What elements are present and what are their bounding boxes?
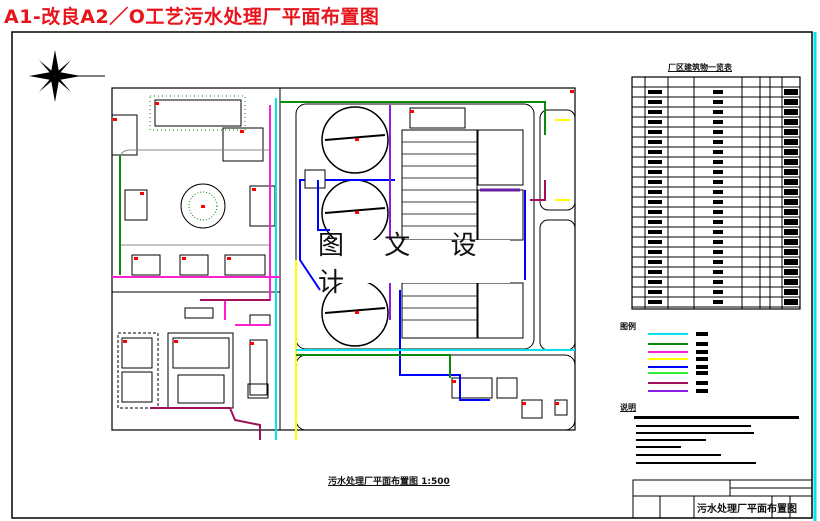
table-cell xyxy=(713,160,723,164)
table-cell xyxy=(713,120,723,124)
legend-label-mark xyxy=(696,371,708,375)
table-cell xyxy=(713,140,723,144)
table-cell xyxy=(784,209,798,215)
basin-rows xyxy=(402,141,477,321)
table-cell xyxy=(784,159,798,165)
table-cell xyxy=(648,210,662,214)
table-cell xyxy=(713,300,723,304)
table-cell xyxy=(648,180,662,184)
table-cell xyxy=(648,260,662,264)
table-cell xyxy=(648,120,662,124)
table-cell xyxy=(784,189,798,195)
legend-label-mark xyxy=(696,332,708,336)
table-cell xyxy=(648,200,662,204)
table-cell xyxy=(648,300,662,304)
table-cell xyxy=(784,129,798,135)
table-cell xyxy=(784,239,798,245)
north-arrow-icon xyxy=(29,50,105,102)
table-cell xyxy=(784,99,798,105)
table-cell xyxy=(713,240,723,244)
drawing-frame xyxy=(11,31,813,519)
table-cell xyxy=(648,240,662,244)
table-cell xyxy=(713,260,723,264)
building-table xyxy=(631,76,801,310)
table-cell xyxy=(713,230,723,234)
table-cell xyxy=(713,270,723,274)
watermark: 图 文 设 计 xyxy=(318,231,510,298)
pipelines xyxy=(112,98,575,440)
table-cell xyxy=(784,179,798,185)
table-cell xyxy=(713,210,723,214)
table-cell xyxy=(648,140,662,144)
table-cell xyxy=(648,160,662,164)
table-cell xyxy=(648,230,662,234)
table-cell xyxy=(713,290,723,294)
table-cell xyxy=(784,269,798,275)
table-cell xyxy=(713,170,723,174)
table-cell xyxy=(713,130,723,134)
drawing-caption: 污水处理厂平面布置图 1:500 xyxy=(328,477,450,487)
legend-label-mark xyxy=(696,357,708,361)
table-cell xyxy=(784,119,798,125)
table-cell xyxy=(713,110,723,114)
title-block xyxy=(632,479,813,519)
table-cell xyxy=(784,149,798,155)
table-cell xyxy=(784,259,798,265)
table-cell xyxy=(713,100,723,104)
table-cell xyxy=(784,109,798,115)
legend-label-mark xyxy=(696,350,708,354)
table-cell xyxy=(784,279,798,285)
table-cell xyxy=(713,150,723,154)
table-cell xyxy=(713,190,723,194)
title-block-drawing-name: 污水处理厂平面布置图 xyxy=(697,504,797,515)
table-cell xyxy=(784,139,798,145)
table-cell xyxy=(713,220,723,224)
table-cell xyxy=(648,170,662,174)
building-markers xyxy=(113,90,574,405)
notes xyxy=(634,416,799,464)
table-cell xyxy=(784,229,798,235)
table-cell xyxy=(713,200,723,204)
table-cell xyxy=(648,100,662,104)
table-cell xyxy=(648,90,662,94)
table-cell xyxy=(648,250,662,254)
table-cell xyxy=(713,250,723,254)
table-cell xyxy=(784,289,798,295)
table-cell xyxy=(648,280,662,284)
table-cell xyxy=(648,150,662,154)
table-cell xyxy=(713,280,723,284)
legend-label-mark xyxy=(696,389,708,393)
table-cell xyxy=(648,220,662,224)
legend-label-mark xyxy=(696,381,708,385)
table-cell xyxy=(784,89,798,95)
table-cell xyxy=(784,299,798,305)
table-cell xyxy=(648,130,662,134)
table-cell xyxy=(648,270,662,274)
table-cell xyxy=(648,110,662,114)
table-cell xyxy=(648,190,662,194)
legend-label-mark xyxy=(696,342,708,346)
page-title: A1-改良A2／O工艺污水处理厂平面布置图 xyxy=(4,6,380,28)
legend-title: 图例 xyxy=(620,322,636,331)
table-cell xyxy=(648,290,662,294)
notes-title: 说明 xyxy=(620,403,636,412)
table-cell xyxy=(713,90,723,94)
legend xyxy=(648,332,708,393)
building-table-title: 厂区建筑物一览表 xyxy=(668,63,732,72)
table-cell xyxy=(784,169,798,175)
table-cell xyxy=(784,199,798,205)
legend-label-mark xyxy=(696,365,708,369)
table-cell xyxy=(713,180,723,184)
table-cell xyxy=(784,219,798,225)
table-cell xyxy=(784,249,798,255)
